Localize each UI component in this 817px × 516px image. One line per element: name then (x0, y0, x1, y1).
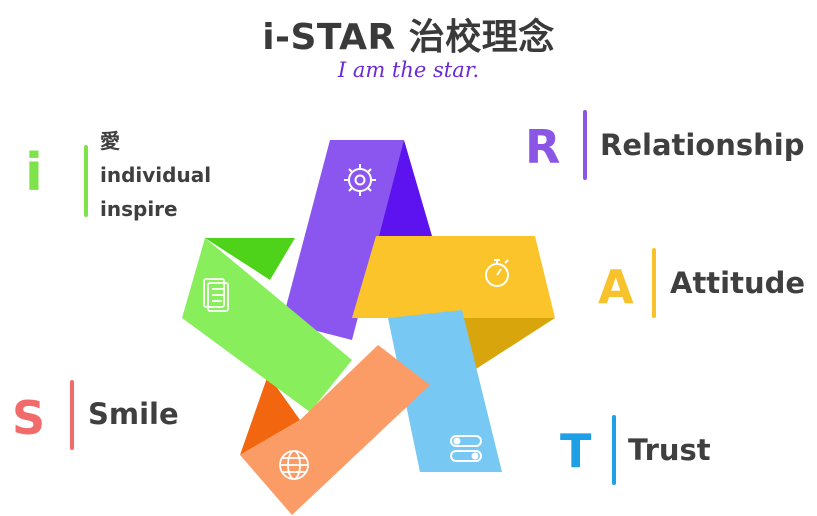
divider-s (70, 380, 74, 450)
ribbon-yellow (352, 236, 555, 318)
letter-i: i (25, 143, 43, 203)
divider-r (583, 110, 587, 180)
letter-s: S (12, 391, 46, 445)
globe-icon (279, 450, 309, 480)
page-title: i-STAR 治校理念 (262, 17, 555, 58)
fold-purple (375, 140, 432, 236)
ribbon-purple (282, 140, 404, 340)
motto: I am the star. (337, 58, 480, 82)
value-i-line-3: inspire (100, 197, 178, 221)
divider-a (652, 248, 656, 318)
value-r-label: Relationship (600, 128, 805, 162)
ribbon-blue (388, 310, 502, 472)
letter-r: R (525, 120, 561, 174)
fold-orange (240, 375, 300, 455)
value-t-label: Trust (628, 433, 711, 467)
letter-t: T (560, 424, 592, 478)
divider-i (84, 145, 88, 217)
fold-green (205, 238, 295, 280)
value-i-line-1: 愛 (100, 129, 120, 153)
gear-icon (344, 164, 376, 196)
value-a-label: Attitude (670, 266, 806, 300)
document-icon (203, 278, 229, 312)
toggle-icon (450, 435, 482, 462)
stopwatch-icon (485, 259, 509, 287)
value-i-line-2: individual (100, 163, 212, 187)
value-s-label: Smile (88, 397, 179, 431)
divider-t (612, 415, 616, 485)
letter-a: A (598, 260, 634, 314)
